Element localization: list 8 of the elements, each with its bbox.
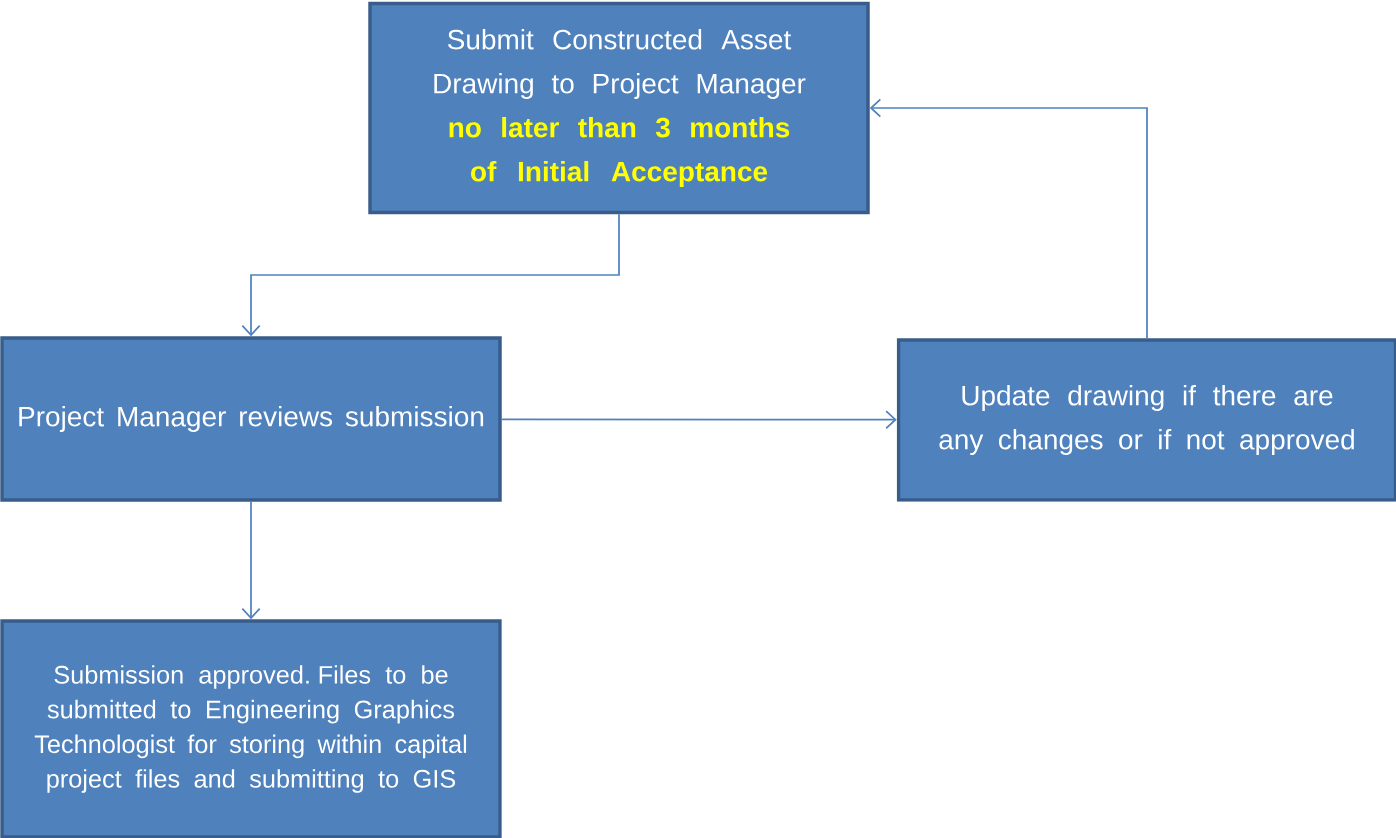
process-box: Submit Constructed Asset Drawing to Project Manager no later than 3 months of Initial Acceptance [368, 1, 870, 215]
arrow [869, 98, 1148, 340]
arrow [500, 410, 897, 430]
arrow [241, 213, 620, 337]
process-box: Submission approved. Files to be submitted to Engineering Graphics Technologist for storing within capital project files and submitting to GIS [0, 619, 502, 838]
arrow [241, 500, 261, 620]
process-box: Project Manager reviews submission [0, 336, 502, 502]
process-box: Update drawing if there are any changes or if not approved [896, 338, 1396, 502]
